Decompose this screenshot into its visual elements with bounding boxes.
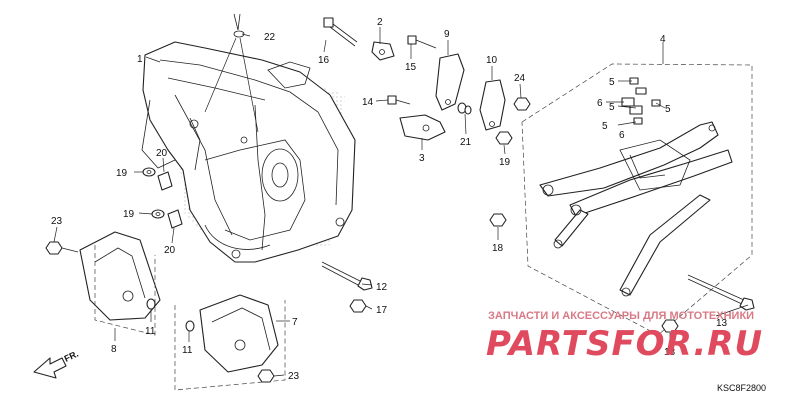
- nut-17: [349, 299, 367, 313]
- watermark-caption: ЗАПЧАСТИ И АКСЕССУАРЫ ДЛЯ МОТОТЕХНИКИ: [488, 310, 754, 322]
- callout-18-lower: 18: [664, 347, 676, 358]
- callout-8: 8: [111, 344, 117, 355]
- callout-14: 14: [362, 97, 374, 108]
- callout-17: 17: [376, 305, 388, 316]
- bracket-9: [435, 53, 465, 111]
- bolt-18-lower: [661, 319, 679, 333]
- subframe-fasteners: [621, 77, 661, 125]
- guard-box-right: [174, 300, 286, 391]
- callout-22: 22: [264, 32, 276, 43]
- callout-1: 1: [137, 54, 143, 65]
- callout-19-c: 19: [499, 157, 511, 168]
- callout-11-right: 11: [182, 345, 193, 356]
- callout-3: 3: [419, 153, 425, 164]
- watermark: ЗАПЧАСТИ И АКСЕССУАРЫ ДЛЯ МОТОТЕХНИКИ PA…: [486, 310, 763, 364]
- bolt-16: [323, 17, 358, 47]
- diagram-code: KSC8F2800: [717, 383, 766, 393]
- callout-12: 12: [376, 282, 388, 293]
- bracket-2: [371, 41, 395, 61]
- bolt-23-left: [45, 241, 79, 255]
- callout-4: 4: [660, 34, 666, 45]
- bolt-18-upper: [489, 213, 507, 227]
- collar-21: [457, 102, 472, 115]
- bolt-13: [687, 274, 755, 311]
- callout-20-a: 20: [156, 148, 168, 159]
- callout-23-left: 23: [51, 216, 63, 227]
- frame-guard-right: [199, 294, 279, 373]
- bolt-23-right: [257, 369, 275, 383]
- callout-6-b: 6: [619, 130, 625, 141]
- rear-subframe: [521, 63, 753, 336]
- callout-13: 13: [716, 318, 728, 329]
- front-arrow-icon: [33, 357, 67, 379]
- collar-11-right: [185, 320, 195, 332]
- callout-5-d: 5: [602, 121, 608, 132]
- callout-18-upper: 18: [492, 243, 504, 254]
- callout-15: 15: [405, 62, 417, 73]
- callout-9: 9: [444, 29, 450, 40]
- collar-11-left: [146, 298, 156, 310]
- washer-19-a: [142, 167, 156, 177]
- bolt-12: [321, 261, 373, 291]
- callout-5-a: 5: [609, 77, 615, 88]
- main-frame: [141, 41, 356, 263]
- bracket-10: [479, 79, 506, 131]
- nut-24: [513, 97, 531, 111]
- callout-11-left: 11: [145, 326, 156, 337]
- callout-10: 10: [486, 55, 498, 66]
- callout-23-right: 23: [288, 371, 300, 382]
- callout-5-c: 5: [665, 104, 671, 115]
- front-label: FR.: [63, 349, 80, 364]
- collar-20-a: [157, 171, 173, 191]
- bolt-14: [387, 95, 411, 105]
- nut-19-top: [495, 131, 513, 145]
- watermark-logo: PARTSFOR.RU: [486, 324, 763, 364]
- callout-19-a: 19: [116, 168, 128, 179]
- callout-6-a: 6: [597, 98, 603, 109]
- callout-24: 24: [514, 73, 526, 84]
- bracket-3: [399, 114, 446, 141]
- collar-20-b: [167, 209, 183, 229]
- callout-20-b: 20: [164, 245, 176, 256]
- callout-16: 16: [318, 55, 330, 66]
- callout-7: 7: [292, 317, 298, 328]
- callout-labels: 1 2 3 4 5 5 5 5 6 6 7 8 9 10 11 11 12 13…: [51, 17, 728, 382]
- front-direction-indicator: FR.: [33, 349, 80, 379]
- clip-22: [233, 13, 245, 38]
- callout-21: 21: [460, 137, 472, 148]
- washer-19-b: [151, 209, 165, 219]
- bolt-15: [407, 35, 437, 49]
- callout-2: 2: [377, 17, 383, 28]
- callout-19-b: 19: [123, 209, 135, 220]
- leader-lines: [53, 27, 749, 377]
- guard-box-left: [94, 245, 156, 336]
- callout-5-b: 5: [609, 102, 615, 113]
